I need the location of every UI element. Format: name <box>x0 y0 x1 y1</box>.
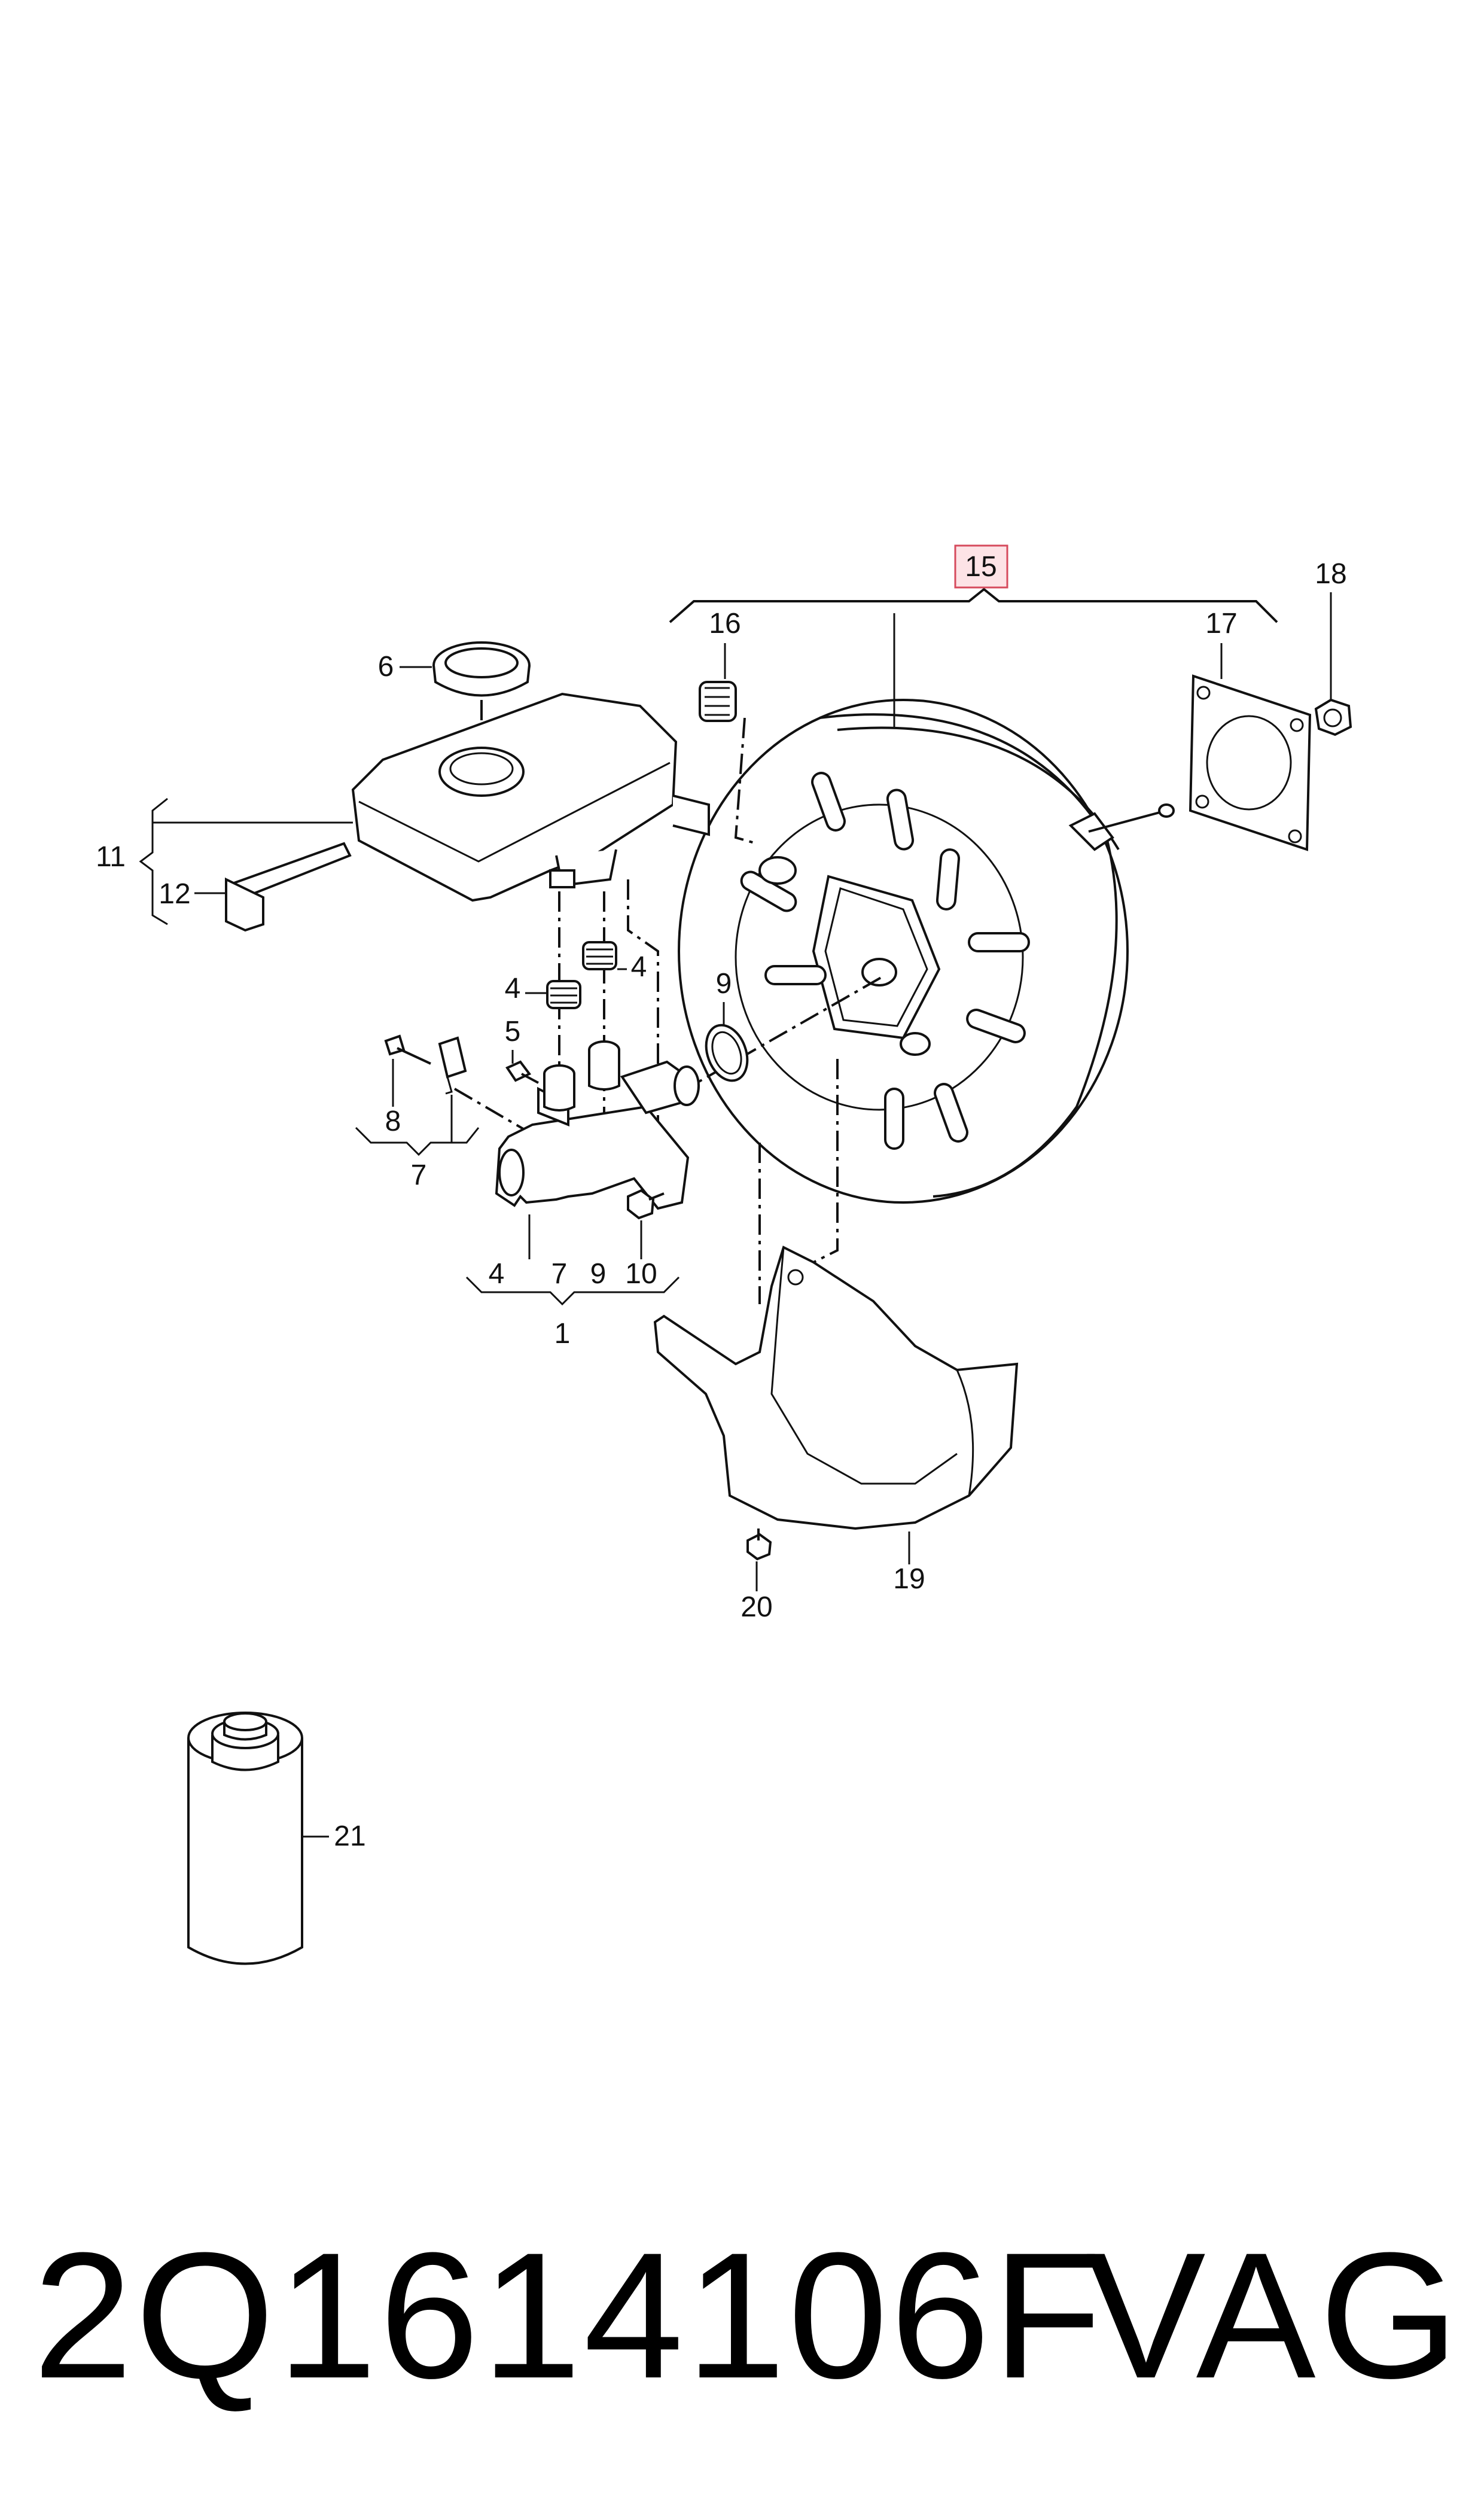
callout-18[interactable]: 18 <box>1315 558 1346 590</box>
callout-11[interactable]: 11 <box>96 841 126 873</box>
heat-shield-19 <box>653 1246 1019 1530</box>
leader-16-dash <box>734 717 757 845</box>
callout-7b[interactable]: 7 <box>551 1258 568 1290</box>
callout-7a[interactable]: 7 <box>411 1159 427 1191</box>
callout-15-highlight[interactable] <box>954 544 1008 589</box>
bracket-7 <box>438 1036 528 1132</box>
grommet-16 <box>699 681 737 722</box>
callout-20[interactable]: 20 <box>741 1591 772 1623</box>
bracket-group-7 <box>355 1126 480 1156</box>
callout-5[interactable]: 5 <box>505 1016 521 1048</box>
callout-9a[interactable]: 9 <box>716 968 732 1000</box>
callout-4b[interactable]: 4 <box>631 951 647 983</box>
brake-fluid-bottle-21 <box>187 1712 303 1965</box>
brake-booster-exploded-diagram: 15 16 <box>96 544 1352 1965</box>
brake-fluid-reservoir-11 <box>351 692 710 902</box>
seal-4-left <box>546 980 581 1009</box>
callout-21[interactable]: 21 <box>334 1820 365 1852</box>
gasket-17 <box>1189 674 1312 851</box>
callout-10[interactable]: 10 <box>625 1258 657 1290</box>
callout-1[interactable]: 1 <box>554 1318 571 1350</box>
axis-right-2 <box>627 879 659 1167</box>
screw-5 <box>505 1060 539 1084</box>
reservoir-cap-6 <box>432 641 531 697</box>
group-bracket-15 <box>669 587 1278 623</box>
nut-20 <box>746 1529 772 1561</box>
callout-9b[interactable]: 9 <box>590 1258 607 1290</box>
callout-8[interactable]: 8 <box>385 1106 401 1137</box>
callout-19[interactable]: 19 <box>893 1563 925 1595</box>
nut-18 <box>1314 698 1352 736</box>
callout-6[interactable]: 6 <box>378 651 394 683</box>
bracket-group-1 <box>465 1276 680 1306</box>
callout-4a[interactable]: 4 <box>505 973 521 1004</box>
brand-label: VAG <box>1086 2215 1462 2416</box>
callout-12[interactable]: 12 <box>159 878 190 910</box>
callout-17[interactable]: 17 <box>1205 608 1237 640</box>
part-number: 2Q1614106F <box>33 2215 1105 2416</box>
level-sensor-12 <box>225 842 352 932</box>
nut-10 <box>627 1189 665 1220</box>
footer: 2Q1614106F VAG <box>33 2225 1462 2405</box>
callout-16[interactable]: 16 <box>709 608 741 640</box>
brake-booster <box>678 699 1175 1204</box>
seal-4-right <box>582 941 617 970</box>
bolt-8 <box>384 1034 431 1065</box>
master-cylinder-1 <box>495 1040 700 1210</box>
o-ring-9 <box>705 1024 749 1082</box>
callout-4c[interactable]: 4 <box>489 1258 505 1290</box>
brace-11 <box>139 797 168 925</box>
callout-15[interactable]: 15 <box>965 551 997 583</box>
axis-booster <box>675 974 886 1096</box>
